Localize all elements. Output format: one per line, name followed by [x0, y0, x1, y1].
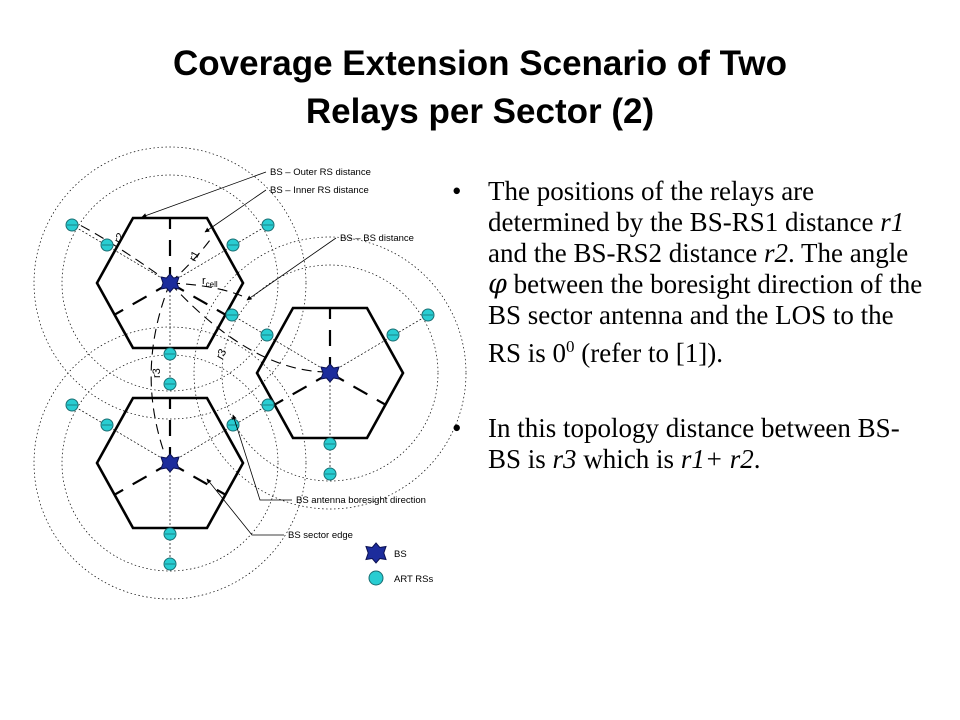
relay-station: [163, 377, 177, 391]
bullet-marker: •: [452, 176, 462, 206]
bullet-2-text-b: which is: [576, 444, 681, 474]
relay-station: [261, 398, 275, 412]
legend: BS ART RSs: [365, 542, 433, 586]
label-r3-mid: r3: [214, 347, 229, 361]
bullet-item-2: • In this topology distance between BS-B…: [452, 413, 932, 475]
arc-r3-diagonal: [169, 282, 326, 373]
base-station-1: [160, 273, 180, 293]
bullet-1-text-d: between the boresight direction of the B…: [488, 269, 923, 368]
label-r1: r1: [187, 249, 202, 263]
relay-station: [323, 437, 337, 451]
bullet-list: • The positions of the relays are determ…: [452, 176, 932, 475]
bullet-2-text-a: In this topology distance between BS-BS …: [488, 413, 900, 474]
coverage-circles: [33, 146, 467, 600]
callout-boresight-direction: BS antenna boresight direction: [296, 495, 426, 506]
bullet-1-r2: r2: [763, 238, 788, 268]
relay-station: [100, 418, 114, 432]
arc-r3-vertical: [150, 282, 171, 456]
label-rcell: rcell: [202, 275, 218, 289]
relay-station: [100, 238, 114, 252]
callout-bs-bs-distance: BS – BS distance: [340, 233, 414, 244]
base-stations: [160, 273, 340, 473]
base-station-3: [160, 453, 180, 473]
relay-station: [225, 308, 239, 322]
bullet-1-text-a: The positions of the relays are determin…: [488, 176, 881, 237]
bullet-1-phi: φ: [488, 269, 507, 300]
callout-sector-edge: BS sector edge: [288, 530, 353, 541]
relay-station: [260, 328, 274, 342]
legend-bs-label: BS: [394, 549, 407, 560]
relay-station: [65, 218, 79, 232]
relay-station: [163, 347, 177, 361]
slide-title: Coverage Extension Scenario of Two Relay…: [0, 40, 960, 136]
coverage-circle-outer-2: [193, 236, 467, 510]
bullet-2-sum: r1+ r2: [680, 444, 754, 474]
relay-station: [163, 527, 177, 541]
label-r3-left: r3: [151, 368, 163, 378]
cells: [95, 216, 405, 530]
distance-arcs: [73, 221, 326, 456]
cell-hexagon-2: [255, 306, 405, 440]
relay-station: [226, 238, 240, 252]
title-line-1: Coverage Extension Scenario of Two: [173, 44, 787, 83]
bullet-1-text-e: (refer to [1]).: [574, 338, 723, 368]
bullet-1-text-b: and the BS-RS2 distance: [488, 238, 764, 268]
relay-station: [261, 218, 275, 232]
coverage-circle-outer-1: [33, 146, 307, 420]
relay-station: [65, 398, 79, 412]
cell-hexagon-3: [95, 396, 245, 530]
relay-station: [386, 328, 400, 342]
callouts: BS – Outer RS distance BS – Inner RS dis…: [141, 167, 426, 541]
boresight-rays: [71, 224, 429, 565]
legend-bs-icon: [365, 542, 387, 564]
relay-station: [421, 308, 435, 322]
arc-r2: [73, 221, 171, 284]
relay-station: [163, 557, 177, 571]
title-line-2: Relays per Sector (2): [305, 92, 655, 131]
label-rcell-main: r: [202, 275, 206, 287]
label-rcell-sub: cell: [206, 280, 218, 289]
relay-stations: [65, 218, 435, 571]
sector-edges: [113, 218, 387, 496]
arc-rcell: [169, 282, 243, 297]
bullet-2-r3: r3: [552, 444, 577, 474]
relay-station: [323, 467, 337, 481]
coverage-circle-inner-2: [221, 264, 439, 482]
bullet-1-text-c: . The angle: [788, 238, 909, 268]
bullet-1-superscript: 0: [566, 337, 575, 356]
bullet-marker: •: [452, 413, 462, 443]
bullet-2-text-c: .: [753, 444, 761, 474]
relay-station: [226, 418, 240, 432]
callout-outer-rs-distance: BS – Outer RS distance: [270, 167, 371, 178]
callout-inner-rs-distance: BS – Inner RS distance: [270, 185, 369, 196]
cell-hexagon-1: [95, 216, 245, 350]
bullet-1-r1: r1: [880, 207, 905, 237]
legend-rs-icon: [368, 570, 384, 586]
base-station-2: [320, 363, 340, 383]
legend-rs-label: ART RSs: [394, 574, 433, 585]
bullet-item-1: • The positions of the relays are determ…: [452, 176, 932, 369]
coverage-circle-inner-1: [61, 174, 279, 392]
